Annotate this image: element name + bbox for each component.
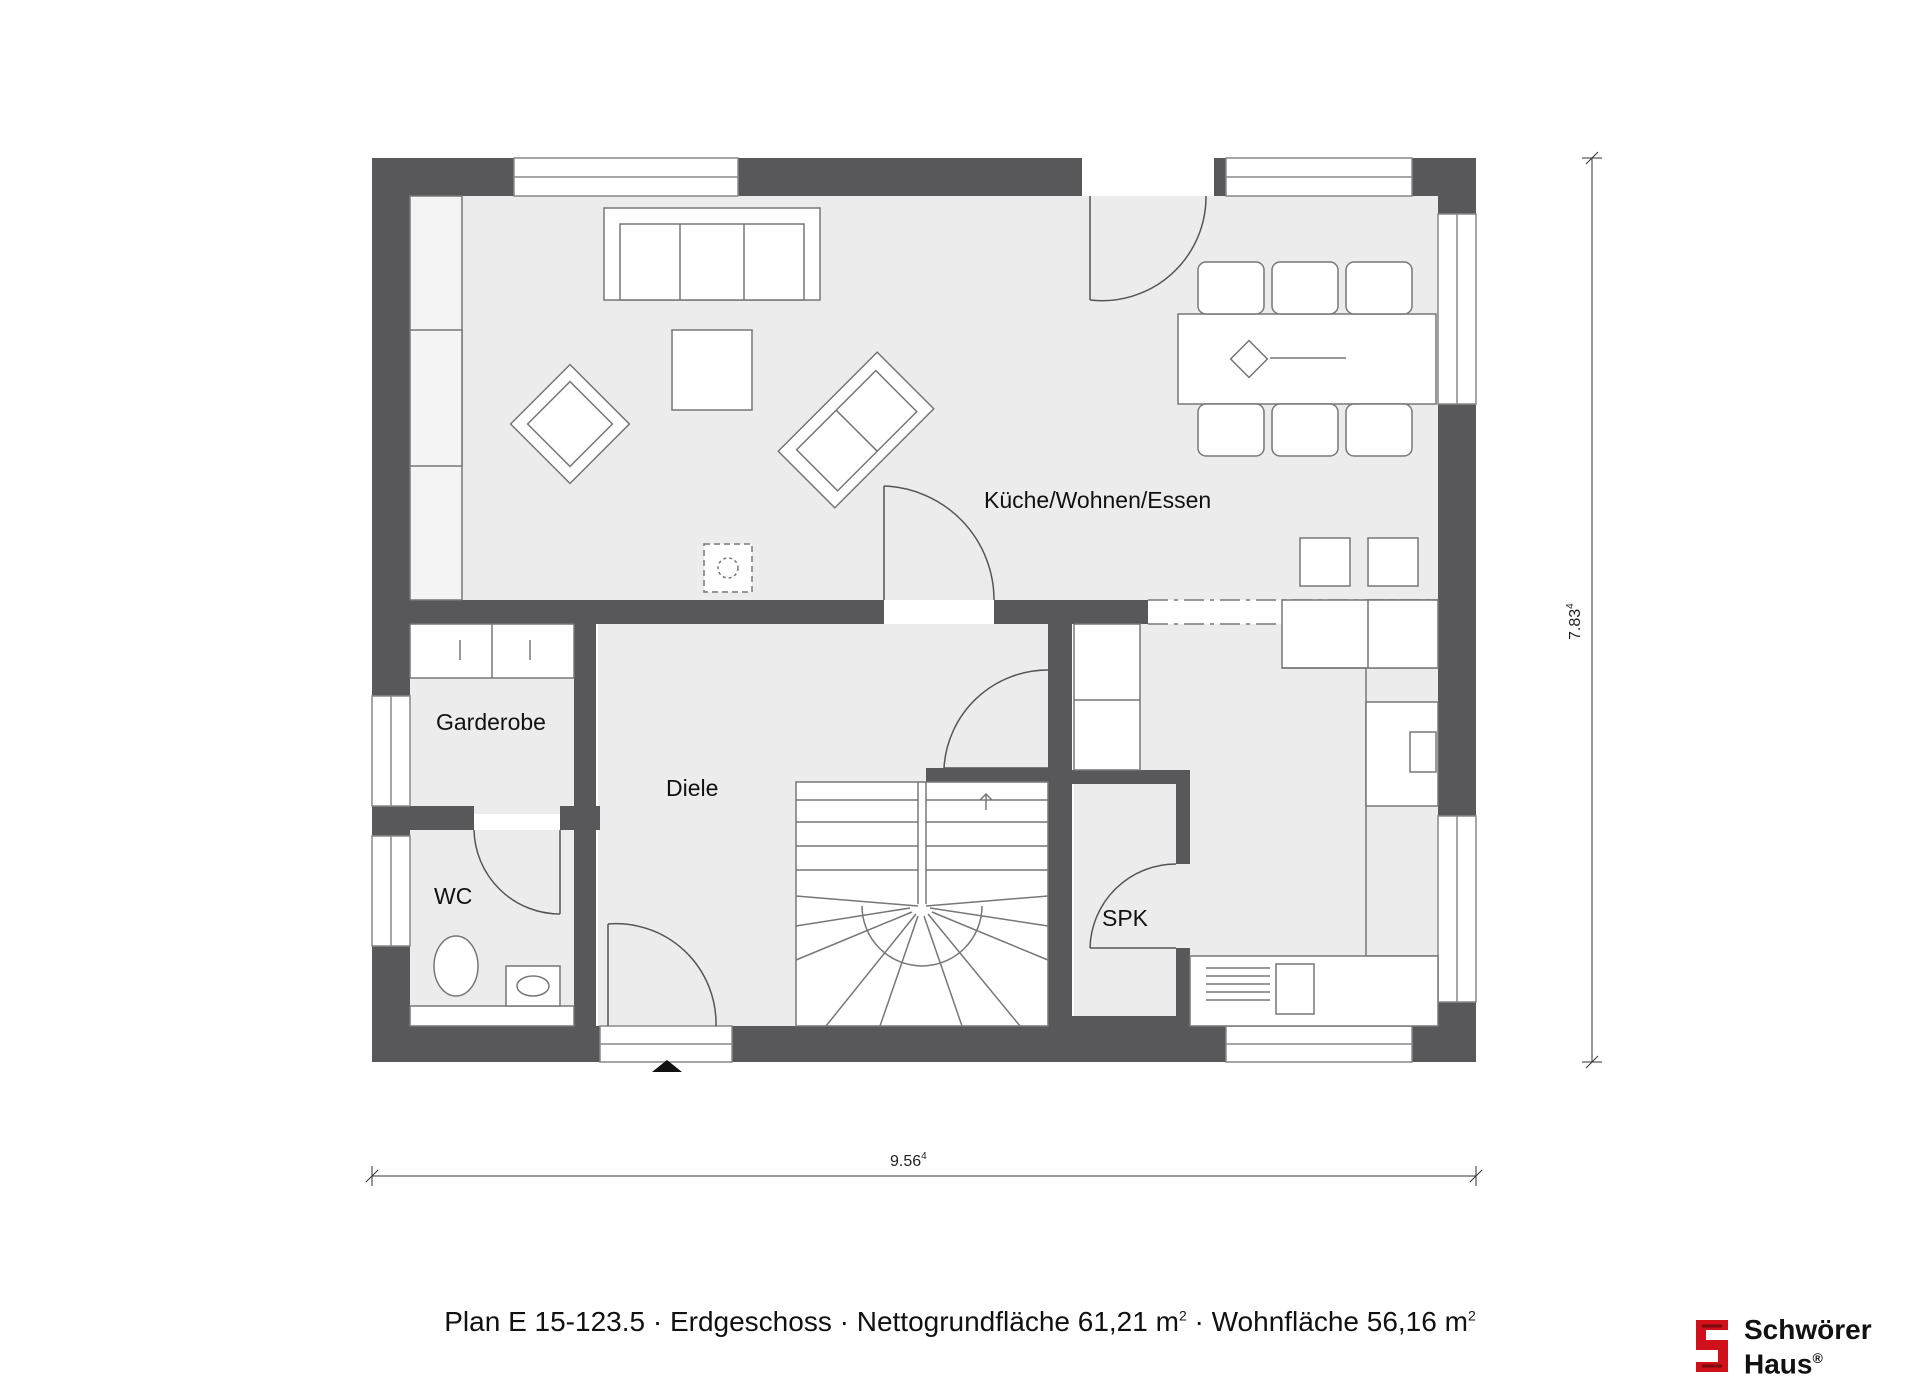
staircase xyxy=(795,781,1049,1027)
dimension-depth xyxy=(1582,151,1602,1069)
room-label-wardrobe: Garderobe xyxy=(436,709,546,735)
wardrobe-furniture xyxy=(409,623,575,679)
dimension-depth-label: 7.834 xyxy=(1565,603,1584,640)
wc-furniture xyxy=(409,935,575,1027)
entrance-arrow-icon xyxy=(652,1060,682,1072)
dining-furniture xyxy=(1177,261,1437,587)
brand-logo: Schwörer Haus® xyxy=(1688,1312,1908,1382)
room-label-pantry: SPK xyxy=(1102,905,1149,931)
living-furniture xyxy=(409,195,935,601)
caption-net-area: Nettogrundfläche 61,21 m xyxy=(856,1306,1179,1337)
logo-text: Schwörer Haus® xyxy=(1744,1314,1872,1380)
room-label-wc: WC xyxy=(434,883,472,909)
dimension-width-label: 9.564 xyxy=(890,1151,927,1170)
logo-mark-icon xyxy=(1696,1320,1728,1372)
caption-living-area: Wohnfläche 56,16 m xyxy=(1211,1306,1468,1337)
caption-floor: Erdgeschoss xyxy=(669,1306,832,1337)
room-label-kitchen-living-dining: Küche/Wohnen/Essen xyxy=(984,487,1211,513)
doors xyxy=(473,195,1207,1027)
walls xyxy=(372,158,1476,1062)
dimension-width xyxy=(365,1166,1483,1186)
caption-plan: Plan E 15-123.5 xyxy=(444,1306,646,1337)
plan-caption: Plan E 15-123.5 · Erdgeschoss · Nettogru… xyxy=(444,1306,1476,1337)
room-label-hall: Diele xyxy=(666,775,718,801)
kitchen-furniture xyxy=(1073,599,1439,1027)
